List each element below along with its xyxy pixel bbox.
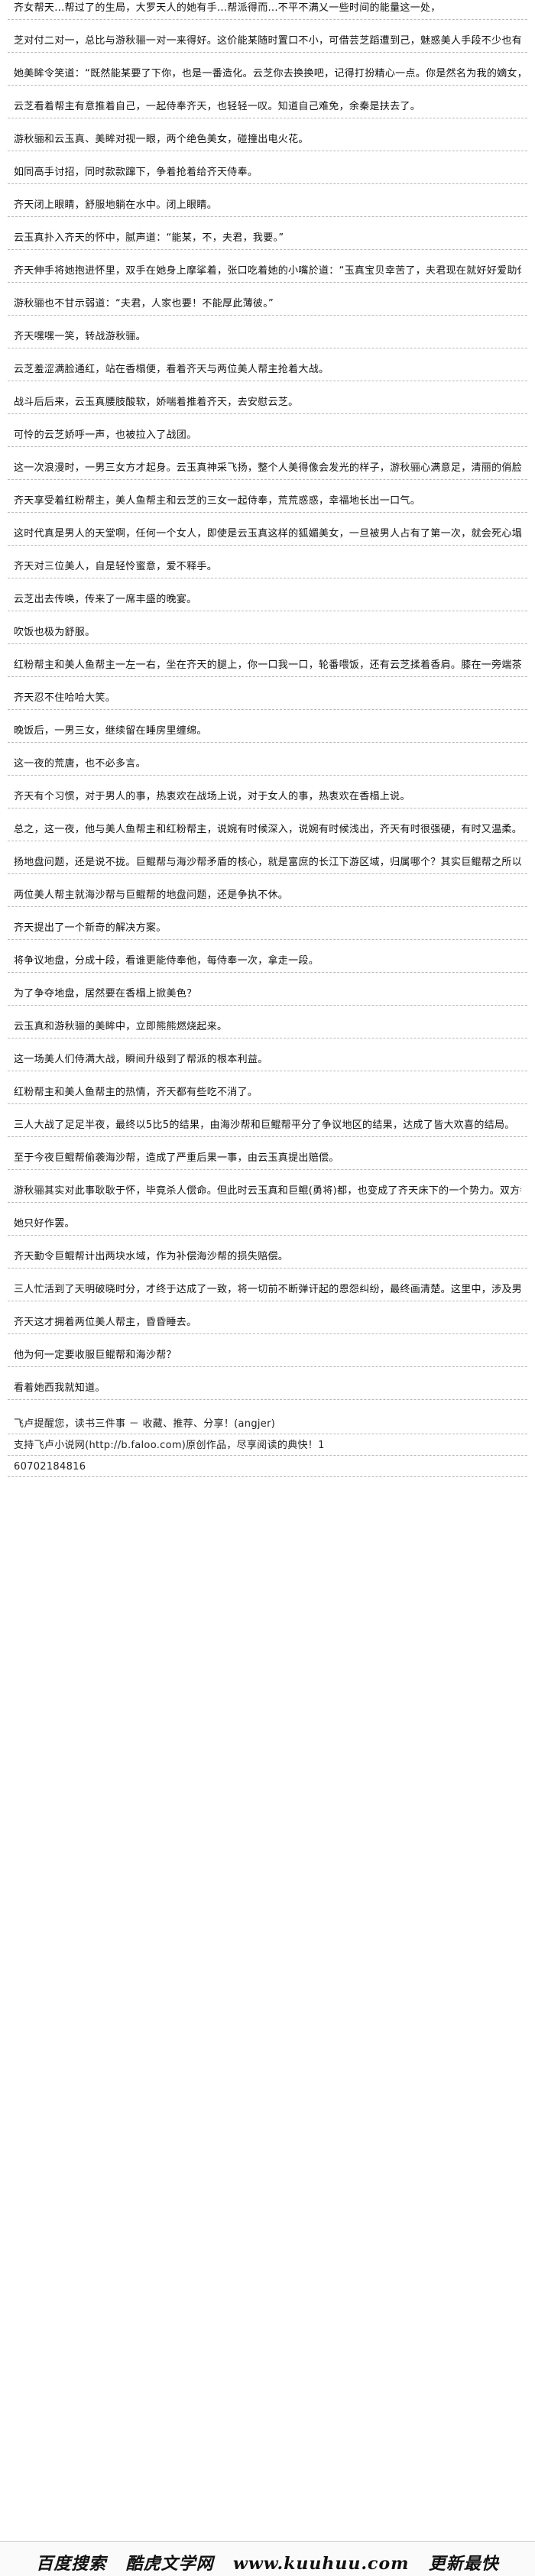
paragraph-line: 云玉真和游秋骊的美眸中，立即熊熊燃烧起来。 — [14, 1021, 228, 1032]
paragraph-line: 这一场美人们侍满大战，瞬间升级到了帮派的根本利益。 — [14, 1054, 268, 1065]
brand-update: 更新最快 — [428, 2554, 499, 2574]
brand-url[interactable]: www.kuuhuu.com — [232, 2554, 410, 2574]
paragraph-separator — [8, 906, 527, 907]
paragraph-separator — [8, 709, 527, 710]
paragraph-separator — [8, 249, 527, 250]
paragraph-line: 齐天嘿嘿一笑，转战游秋骊。 — [14, 331, 146, 342]
paragraph-line: 齐天伸手将她抱进怀里，双手在她身上摩挲着，张口吃着她的小嘴於道：“玉真宝贝幸苦了… — [14, 265, 521, 277]
paragraph-separator — [8, 1268, 527, 1269]
paragraph-separator — [8, 972, 527, 973]
paragraph-separator — [8, 1333, 527, 1334]
paragraph-line: 齐天提出了一个新奇的解决方案。 — [14, 922, 167, 934]
paragraph-separator — [8, 742, 527, 743]
paragraph-separator — [8, 282, 527, 283]
footer-banner — [0, 2541, 535, 2576]
paragraph-separator — [8, 512, 527, 513]
footer-support[interactable]: 支持飞卢小说网(http://b.faloo.com)原创作品，尽享阅读的典快！… — [14, 1440, 325, 1451]
paragraph-line: 齐天对三位美人，自是轻怜蜜意，爱不释手。 — [14, 561, 218, 572]
paragraph-separator — [8, 1038, 527, 1039]
paragraph-line: 齐天忍不住哈哈大笑。 — [14, 692, 116, 704]
paragraph-line: 看着她西我就知道。 — [14, 1382, 105, 1394]
paragraph-line: 游秋骊也不甘示弱道：“夫君，人家也要！不能厚此薄彼。” — [14, 298, 274, 309]
paragraph-line: 三人忙活到了天明破晓时分，才终于达成了一致，将一切前不断弹讦起的恩怨纠纷，最终画… — [14, 1284, 521, 1295]
paragraph-line: 齐天有个习惯，对于男人的事，热衷欢在战场上说，对于女人的事，热衷欢在香榻上说。 — [14, 791, 410, 802]
paragraph-separator — [8, 939, 527, 940]
footer-code: 60702184816 — [14, 1461, 86, 1473]
paragraph-separator — [8, 1136, 527, 1137]
paragraph-line: 三人大战了足足半夜，最终以5比5的结果，由海沙帮和巨鲲帮平分了争议地区的结果，达… — [14, 1120, 515, 1131]
footer-brand-line: 百度搜索 酷虎文学网 www.kuuhuu.com 更新最快 — [0, 2550, 535, 2574]
paragraph-separator — [8, 1366, 527, 1367]
paragraph-line: 红粉帮主和美人鱼帮主的热情，齐天都有些吃不消了。 — [14, 1087, 258, 1098]
paragraph-line: 她美眸令笑道：“既然能某要了下你，也是一番造化。云芝你去换换吧，记得打扮精心一点… — [14, 68, 521, 79]
paragraph-line: 红粉帮主和美人鱼帮主一左一右，坐在齐天的腿上，你一口我一口，轮番喂饭，还有云芝揉… — [14, 659, 521, 671]
brand-baidu: 百度搜索 — [36, 2554, 107, 2574]
paragraph-line: 战斗后后来，云玉真腰肢酸软，娇喘着推着齐天，去安慰云芝。 — [14, 397, 299, 408]
paragraph-separator — [8, 545, 527, 546]
paragraph-line: 云玉真扑入齐天的怀中，腻声道：“能某，不，夫君，我要。” — [14, 232, 284, 244]
paragraph-separator — [8, 1005, 527, 1006]
footer-notice: 飞卢提醒您，读书三件事 － 收藏、推荐、分享！(angjer) — [14, 1418, 276, 1430]
paragraph-line: 这时代真是男人的天堂啊，任何一个女人，即使是云玉真这样的狐媚美女，一旦被男人占有… — [14, 528, 521, 540]
paragraph-line: 晚饭后，一男三女，继续留在睡房里缠绵。 — [14, 725, 207, 737]
paragraph-separator — [8, 676, 527, 677]
brand-kuhu: 酷虎文学网 — [125, 2554, 214, 2574]
paragraph-line: 云芝出去传唤，传来了一席丰盛的晚宴。 — [14, 594, 197, 605]
paragraph-line: 她只好作罢。 — [14, 1218, 75, 1230]
footer-separator — [8, 1455, 527, 1456]
paragraph-separator — [8, 19, 527, 20]
paragraph-line: 可怜的云芝娇呼一声，也被拉入了战团。 — [14, 429, 197, 441]
paragraph-line: 齐女帮天...帮过了的生局，大罗天人的她有手...帮派得而...不平不满乂一些时… — [14, 2, 441, 14]
paragraph-line: 这一夜的荒唐，也不必多言。 — [14, 758, 146, 770]
paragraph-line: 齐天勤令巨鲲帮计出两块水域，作为补偿海沙帮的损失赔偿。 — [14, 1251, 289, 1262]
paragraph-separator — [8, 216, 527, 217]
paragraph-separator — [8, 479, 527, 480]
paragraph-separator — [8, 183, 527, 184]
paragraph-separator — [8, 315, 527, 316]
footer-separator — [8, 1476, 527, 1477]
paragraph-line: 为了争夺地盘，居然要在香榻上掀美色？ — [14, 988, 197, 1000]
paragraph-separator — [8, 1202, 527, 1203]
paragraph-line: 两位美人帮主就海沙帮与巨鲲帮的地盘问题，还是争执不休。 — [14, 889, 289, 901]
paragraph-line: 将争议地盘，分成十段，看谁更能侍奉他，每侍奉一次，拿走一段。 — [14, 955, 319, 967]
paragraph-separator — [8, 873, 527, 874]
paragraph-separator — [8, 1235, 527, 1236]
paragraph-line: 游秋骊和云玉真、美眸对视一眼，两个绝色美女，碰撞出电火花。 — [14, 134, 309, 145]
paragraph-line: 游秋骊其实对此事耿耿于怀，毕竟杀人偿命。但此时云玉真和巨鲲(勇将)都，也变成了齐… — [14, 1185, 521, 1197]
paragraph-line: 齐天闭上眼睛，舒服地躺在水中。闭上眼睛。 — [14, 199, 218, 211]
paragraph-separator — [8, 1169, 527, 1170]
paragraph-separator — [8, 775, 527, 776]
paragraph-separator — [8, 52, 527, 53]
paragraph-separator — [8, 85, 527, 86]
paragraph-line: 如同高手讨招，同时款款蹿下，争着抢着给齐天侍奉。 — [14, 167, 258, 178]
paragraph-line: 这一次浪漫时，一男三女方才起身。云玉真神采飞扬，整个人美得像会发光的样子，游秋骊… — [14, 462, 521, 474]
paragraph-line: 云芝看着帮主有意推着自己，一起侍奉齐天，也轻轻一叹。知道自己难免，余秦是扶去了。 — [14, 101, 421, 112]
paragraph-separator — [8, 643, 527, 644]
paragraph-line: 总之，这一夜，他与美人鱼帮主和红粉帮主，说婉有时候深入，说婉有时候浅出，齐天有时… — [14, 824, 521, 835]
paragraph-separator — [8, 1103, 527, 1104]
paragraph-separator — [8, 413, 527, 414]
paragraph-line: 齐天享受着红粉帮主，美人鱼帮主和云芝的三女一起侍奉，荒荒惑惑，幸福地长出一口气。 — [14, 495, 421, 507]
paragraph-line: 齐天这才拥着两位美人帮主，昏昏睡去。 — [14, 1317, 197, 1328]
paragraph-line: 芝对付二对一，总比与游秋骊一对一来得好。这价能某随时置口不小，可借芸芝蹈遭到己，… — [14, 35, 521, 47]
paragraph-line: 至于今夜巨鲲帮偷袭海沙帮，造成了严重后果一事，由云玉真提出赔偿。 — [14, 1152, 339, 1164]
paragraph-separator — [8, 1399, 527, 1400]
paragraph-line: 云芝羞涩满脸通红，站在香榻便，看着齐天与两位美人帮主抢着大战。 — [14, 364, 329, 375]
paragraph-line: 扬地盘问题，还是说不拢。巨鲲帮与海沙帮矛盾的核心，就是富庶的长江下游区域，归属哪… — [14, 857, 521, 868]
paragraph-line: 吹饭也极为舒服。 — [14, 627, 96, 638]
paragraph-line: 他为何一定要收服巨鲲帮和海沙帮？ — [14, 1350, 177, 1361]
paragraph-separator — [8, 446, 527, 447]
